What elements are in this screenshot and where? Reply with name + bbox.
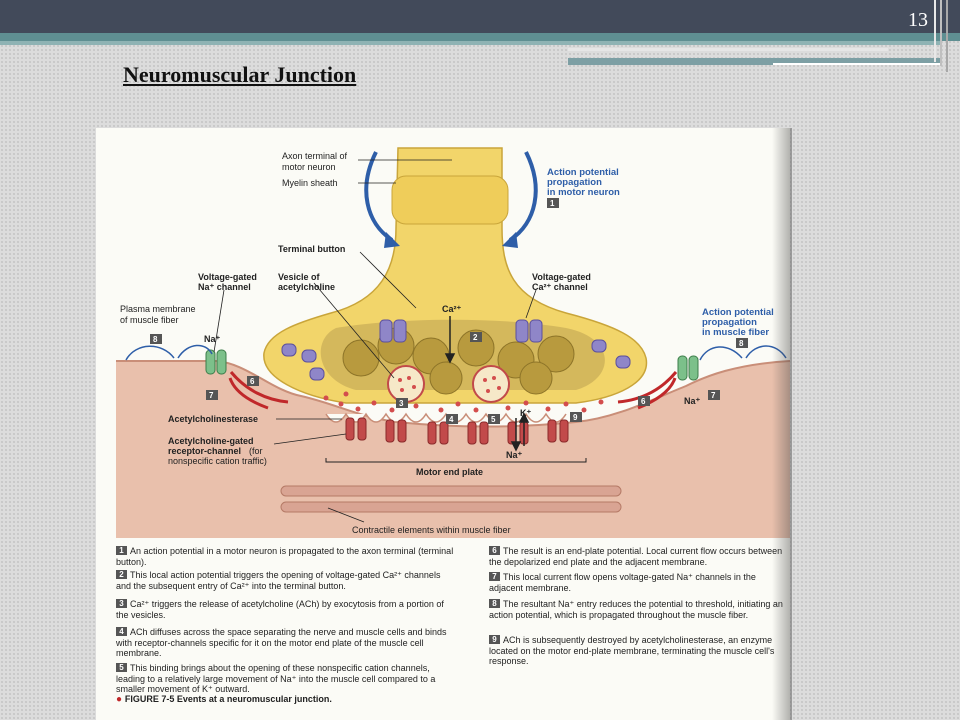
svg-text:3: 3 bbox=[399, 399, 404, 408]
label-ach-gated-2b: (for bbox=[249, 446, 263, 456]
ap-arrow-right bbox=[508, 151, 538, 242]
label-na-left: Na⁺ bbox=[204, 334, 221, 344]
decor-vline bbox=[934, 0, 936, 62]
svg-text:2: 2 bbox=[473, 333, 478, 342]
vesicle-open bbox=[387, 365, 510, 403]
label-ap-neuron: Action potential bbox=[547, 167, 619, 178]
ach-receptor-channels bbox=[345, 417, 569, 445]
label-myelin: Myelin sheath bbox=[282, 178, 338, 188]
na-channels bbox=[205, 349, 699, 381]
label-ap-muscle-3: in muscle fiber bbox=[702, 327, 769, 338]
step-markers bbox=[150, 198, 748, 424]
decor-vline bbox=[940, 0, 942, 66]
label-vesicle-2: acetylcholine bbox=[278, 282, 335, 292]
svg-text:9: 9 bbox=[573, 413, 578, 422]
svg-text:4: 4 bbox=[449, 415, 454, 424]
myelin-sheath bbox=[391, 175, 509, 225]
svg-text:7: 7 bbox=[711, 391, 716, 400]
decor-vline bbox=[946, 0, 948, 72]
label-na-right: Na⁺ bbox=[684, 396, 701, 406]
figure-image: 1 2 3 4 5 6 6 7 7 8 8 9 Axon terminal of… bbox=[96, 128, 790, 720]
ca-channels bbox=[281, 319, 631, 381]
label-ach-gated: Acetylcholine-gated bbox=[168, 436, 254, 446]
accent-bar-light bbox=[0, 41, 940, 45]
plasma-membrane bbox=[116, 360, 790, 428]
step-numbers: 1 2 3 4 5 6 6 7 7 8 8 9 bbox=[153, 199, 744, 424]
label-ach-gated-2: receptor-channel bbox=[168, 446, 241, 456]
label-vg-na-2: Na⁺ channel bbox=[198, 282, 251, 292]
ach-molecules bbox=[323, 376, 604, 413]
neuromuscular-junction-diagram: 1 2 3 4 5 6 6 7 7 8 8 9 Axon terminal of… bbox=[116, 147, 790, 538]
label-ca: Ca²⁺ bbox=[442, 304, 462, 314]
label-plasma-membrane: Plasma membrane bbox=[120, 304, 196, 314]
ion-arrows bbox=[444, 316, 530, 452]
svg-text:6: 6 bbox=[641, 397, 646, 406]
figure-edge-shadow bbox=[772, 128, 792, 720]
decor-line bbox=[773, 63, 940, 65]
label-axon-terminal: Axon terminal of bbox=[282, 151, 348, 161]
label-contractile: Contractile elements within muscle fiber bbox=[352, 525, 511, 535]
label-vg-na: Voltage-gated bbox=[198, 272, 257, 282]
end-plate-bracket bbox=[325, 458, 587, 463]
label-ap-neuron-3: in motor neuron bbox=[547, 187, 620, 198]
svg-text:8: 8 bbox=[739, 339, 744, 348]
figure-caption: ● FIGURE 7-5 Events at a neuromuscular j… bbox=[116, 694, 332, 705]
label-ach-gated-3: nonspecific cation traffic) bbox=[168, 456, 267, 466]
leader-lines bbox=[213, 159, 537, 523]
contractile-elements bbox=[280, 485, 622, 513]
accent-bar bbox=[0, 33, 960, 41]
current-arcs bbox=[125, 344, 787, 361]
label-k: K⁺ bbox=[520, 408, 531, 418]
slide-number: 13 bbox=[908, 9, 928, 31]
label-ap-neuron-2: propagation bbox=[547, 177, 602, 188]
label-end-plate: Motor end plate bbox=[416, 467, 483, 477]
svg-text:1: 1 bbox=[550, 199, 555, 208]
label-ache: Acetylcholinesterase bbox=[168, 414, 258, 424]
svg-text:5: 5 bbox=[491, 415, 496, 424]
svg-text:6: 6 bbox=[250, 377, 255, 386]
label-ap-muscle: Action potential bbox=[702, 307, 774, 318]
ap-arrow-left bbox=[364, 151, 394, 242]
label-na-bottom: Na⁺ bbox=[506, 450, 523, 460]
label-vg-ca: Voltage-gated bbox=[532, 272, 591, 282]
svg-text:8: 8 bbox=[153, 335, 158, 344]
label-vg-ca-2: Ca²⁺ channel bbox=[532, 282, 588, 292]
ap-arrowhead-left bbox=[384, 232, 400, 248]
title-bar bbox=[0, 0, 960, 33]
label-vesicle: Vesicle of bbox=[278, 272, 321, 282]
slide-title: Neuromuscular Junction bbox=[123, 62, 357, 87]
label-ap-muscle-2: propagation bbox=[702, 317, 757, 328]
label-plasma-membrane-2: of muscle fiber bbox=[120, 315, 179, 325]
label-terminal-button: Terminal button bbox=[278, 244, 345, 254]
decor-line bbox=[568, 48, 888, 51]
ap-arrowhead-right bbox=[502, 232, 518, 248]
svg-text:7: 7 bbox=[209, 391, 214, 400]
label-axon-terminal-2: motor neuron bbox=[282, 162, 336, 172]
decor-line bbox=[568, 58, 940, 65]
